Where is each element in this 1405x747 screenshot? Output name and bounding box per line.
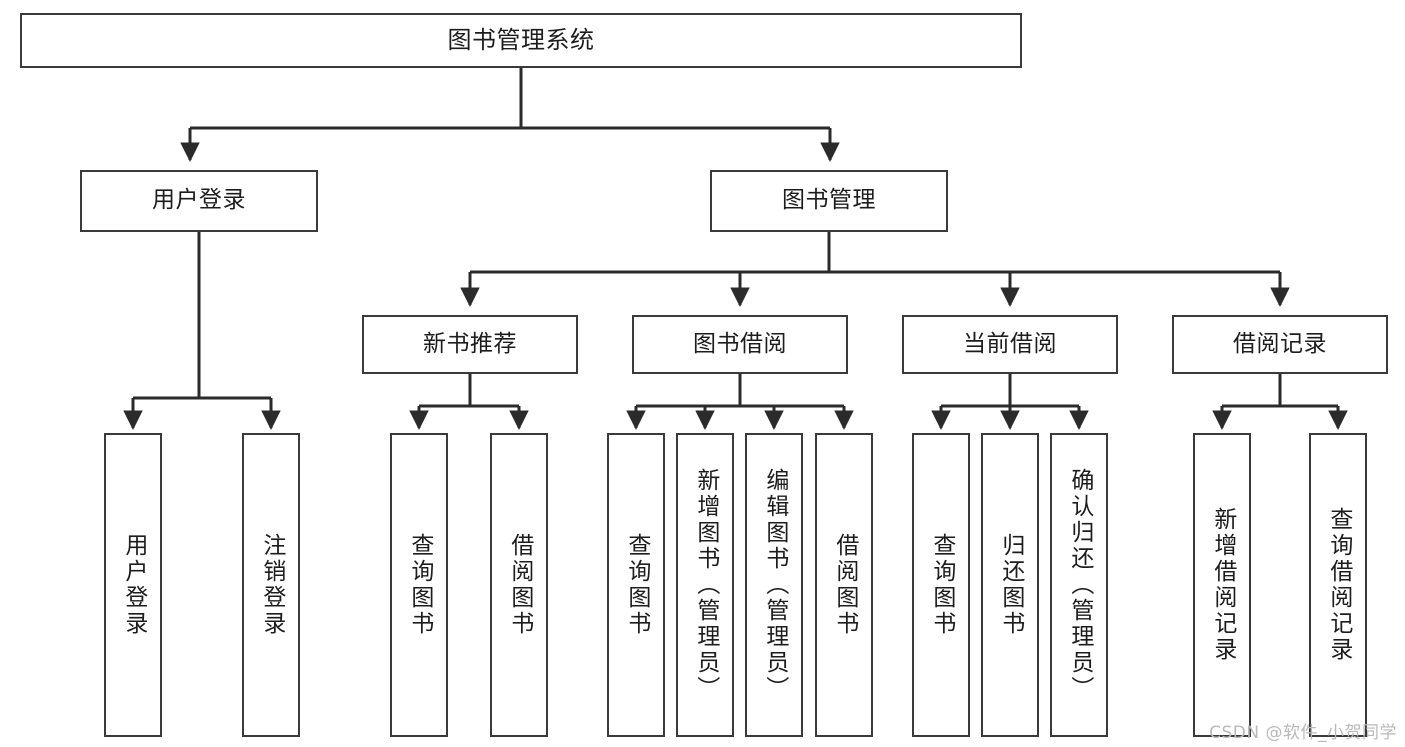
leaf-node-confirm-return-admin[interactable]: 确认归还（管理员）: [1050, 433, 1108, 737]
leaf-node-add-borrow-record[interactable]: 新增借阅记录: [1193, 433, 1251, 737]
node-label: 确认归还（管理员）: [1066, 468, 1093, 702]
node-label: 借阅图书: [831, 533, 858, 637]
node-label: 图书借阅: [693, 330, 787, 357]
node-book-management[interactable]: 图书管理: [710, 170, 948, 232]
node-label: 查询图书: [928, 533, 955, 637]
node-book-borrow[interactable]: 图书借阅: [632, 315, 848, 374]
node-label: 归还图书: [997, 533, 1024, 637]
node-label: 用户登录: [120, 533, 147, 637]
node-current-borrow[interactable]: 当前借阅: [902, 315, 1118, 374]
node-label: 查询借阅记录: [1325, 507, 1352, 663]
node-label: 当前借阅: [963, 330, 1057, 357]
node-borrow-record[interactable]: 借阅记录: [1172, 315, 1388, 374]
node-label: 图书管理: [782, 187, 876, 214]
node-label: 图书管理系统: [447, 26, 595, 55]
leaf-node-logout-login[interactable]: 注销登录: [242, 433, 300, 737]
leaf-node-query-borrow-record[interactable]: 查询借阅记录: [1309, 433, 1367, 737]
leaf-node-edit-book-admin[interactable]: 编辑图书（管理员）: [745, 433, 803, 737]
node-label: 注销登录: [258, 533, 285, 637]
leaf-node-query-book-borrow[interactable]: 查询图书: [607, 433, 665, 737]
leaf-node-query-book-recommend[interactable]: 查询图书: [390, 433, 448, 737]
node-label: 编辑图书（管理员）: [761, 468, 788, 702]
leaf-node-return-book[interactable]: 归还图书: [981, 433, 1039, 737]
csdn-watermark: CSDN @软件_小贺同学: [1209, 723, 1397, 743]
node-new-book-recommend[interactable]: 新书推荐: [362, 315, 578, 374]
node-label: 查询图书: [406, 533, 433, 637]
node-root-book-management-system[interactable]: 图书管理系统: [20, 13, 1022, 68]
leaf-node-query-book-current[interactable]: 查询图书: [912, 433, 970, 737]
node-label: 借阅记录: [1233, 330, 1327, 357]
node-label: 新书推荐: [423, 330, 517, 357]
node-label: 借阅图书: [506, 533, 533, 637]
node-user-login[interactable]: 用户登录: [80, 170, 318, 232]
node-label: 查询图书: [623, 533, 650, 637]
node-label: 用户登录: [152, 187, 246, 214]
leaf-node-add-book-admin[interactable]: 新增图书（管理员）: [676, 433, 734, 737]
leaf-node-user-login[interactable]: 用户登录: [104, 433, 162, 737]
leaf-node-borrow-book-recommend[interactable]: 借阅图书: [490, 433, 548, 737]
node-label: 新增图书（管理员）: [692, 468, 719, 702]
node-label: 新增借阅记录: [1209, 507, 1236, 663]
leaf-node-borrow-book-borrow[interactable]: 借阅图书: [815, 433, 873, 737]
